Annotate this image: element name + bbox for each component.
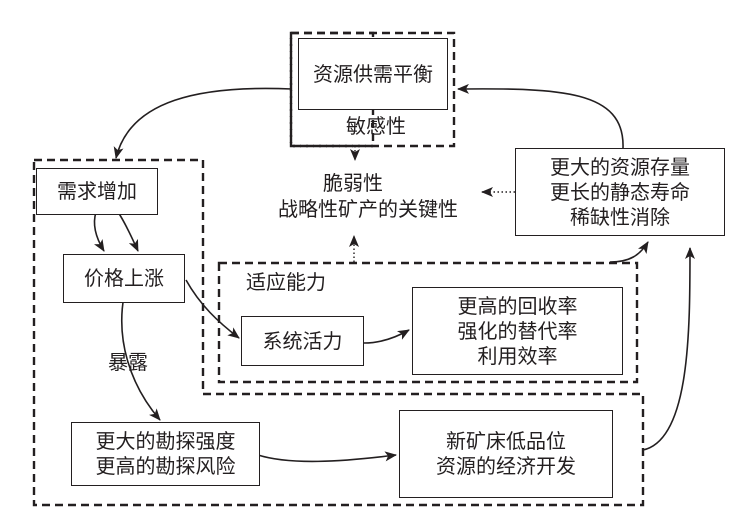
price-rise-label: 价格上涨 xyxy=(84,266,164,290)
demand-increase-box: 需求增加 xyxy=(36,168,158,215)
sensitivity-label: 敏感性 xyxy=(346,114,406,138)
demand-increase-label: 需求增加 xyxy=(57,179,137,203)
bigger-reserves-line-1: 更大的资源存量 xyxy=(550,154,690,179)
arrow-adaptive-to-reserves xyxy=(609,241,649,263)
higher-recovery-box: 更高的回收率 强化的替代率 利用效率 xyxy=(412,287,623,375)
bigger-reserves-box: 更大的资源存量 更长的静态寿命 稀缺性消除 xyxy=(515,148,725,236)
new-deposits-box: 新矿床低品位 资源的经济开发 xyxy=(399,410,613,498)
system-vitality-box: 系统活力 xyxy=(241,316,364,366)
higher-recovery-line-2: 强化的替代率 xyxy=(457,318,578,343)
vulnerability-label: 脆弱性 xyxy=(323,171,383,195)
higher-recovery-line-1: 更高的回收率 xyxy=(457,293,578,318)
system-vitality-label: 系统活力 xyxy=(262,328,343,353)
price-rise-box: 价格上涨 xyxy=(63,254,185,303)
adaptive-capacity-group-border xyxy=(217,261,639,384)
arrow-price-to-vitality xyxy=(185,279,240,339)
supply-demand-balance-box: 资源供需平衡 xyxy=(298,38,448,110)
adaptive-capacity-label: 适应能力 xyxy=(246,270,326,294)
exploration-box: 更大的勘探强度 更高的勘探风险 xyxy=(71,422,260,486)
sensitivity-group-border xyxy=(289,31,456,148)
exposure-group-border xyxy=(32,158,645,507)
bigger-reserves-line-2: 更长的静态寿命 xyxy=(550,179,690,204)
arrow-demand-to-price-2 xyxy=(117,211,139,252)
exposure-label: 暴露 xyxy=(108,350,148,374)
new-deposits-line-2: 资源的经济开发 xyxy=(436,454,576,478)
new-deposits-line-1: 新矿床低品位 xyxy=(446,429,566,453)
arrow-exploration-to-new-deposits xyxy=(257,451,397,463)
exploration-line-1: 更大的勘探强度 xyxy=(95,429,236,453)
arrow-balance-to-demand xyxy=(113,87,293,159)
bigger-reserves-line-3: 稀缺性消除 xyxy=(570,204,670,229)
arrow-vitality-to-recovery xyxy=(363,329,410,344)
exploration-line-2: 更高的勘探风险 xyxy=(95,454,236,478)
strategic-mineral-criticality-label: 战略性矿产的关键性 xyxy=(278,197,458,221)
arrow-new-deposits-to-reserves xyxy=(642,247,695,451)
supply-demand-balance-label: 资源供需平衡 xyxy=(313,61,433,86)
arrow-reserves-to-balance xyxy=(457,83,624,149)
higher-recovery-line-3: 利用效率 xyxy=(477,343,558,368)
arrow-demand-to-price-1 xyxy=(93,211,105,252)
arrow-price-to-exploration xyxy=(121,295,161,421)
